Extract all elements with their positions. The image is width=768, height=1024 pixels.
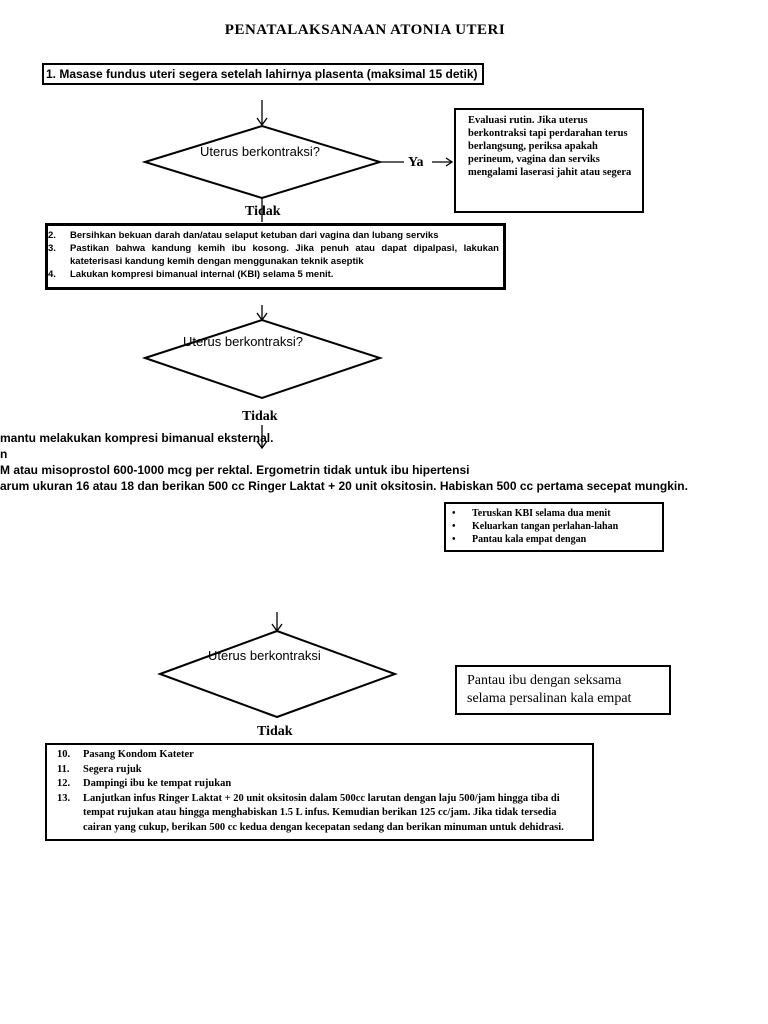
item-number: 11.: [57, 763, 70, 775]
list-item: •Teruskan KBI selama dua menit: [452, 508, 611, 519]
item-number: 2.: [48, 230, 56, 241]
overflow-line: n: [0, 447, 8, 461]
item-text: Segera rujuk: [83, 763, 142, 775]
yes-label: Ya: [408, 155, 424, 170]
decision-diamond-1: [141, 124, 384, 200]
decision-2-label: Uterus berkontraksi?: [183, 334, 303, 349]
evaluasi-text: Evaluasi rutin. Jika uterus berkontraksi…: [468, 115, 632, 178]
list-item: 13. Lanjutkan infus Ringer Laktat + 20 un…: [57, 792, 582, 836]
decision-diamond-2: [141, 318, 384, 400]
item-number: 13.: [57, 792, 71, 804]
item-number: 12.: [57, 778, 71, 789]
item-text: Pantau kala empat dengan: [472, 534, 587, 545]
pantau-text: Pantau ibu dengan seksama selama persali…: [467, 673, 632, 706]
item-text: Pasang Kondom Kateter: [83, 749, 194, 760]
step-1-text: 1. Masase fundus uteri segera setelah la…: [46, 67, 478, 81]
item-text: Lanjutkan infus Ringer Laktat + 20 unit …: [83, 792, 564, 833]
steps-10-13-box: 10. Pasang Kondom Kateter 11. Segera rujuk…: [45, 743, 594, 841]
page-title: PENATALAKSANAAN ATONIA UTERI: [224, 22, 506, 38]
list-item: •Pantau kala empat dengan: [452, 534, 587, 545]
list-item: 4. Lakukan kompresi bimanual internal (KB…: [48, 268, 499, 281]
item-number: 4.: [48, 269, 56, 280]
list-item: 10. Pasang Kondom Kateter: [57, 748, 582, 763]
list-item: 3. Pastikan bahwa kandung kemih ibu koson…: [48, 242, 499, 268]
item-text: Keluarkan tangan perlahan-lahan: [472, 521, 619, 532]
item-text: Pastikan bahwa kandung kemih ibu kosong.…: [70, 243, 499, 267]
list-item: 11. Segera rujuk: [57, 763, 582, 778]
no-label: Tidak: [245, 204, 281, 219]
pantau-box: Pantau ibu dengan seksama selama persali…: [455, 665, 671, 715]
overflow-line: mantu melakukan kompresi bimanual ekster…: [0, 431, 274, 445]
no-label: Tidak: [242, 409, 278, 424]
item-text: Bersihkan bekuan darah dan/atau selaput …: [70, 230, 439, 241]
step-1-box: 1. Masase fundus uteri segera setelah la…: [42, 63, 484, 85]
evaluasi-box: Evaluasi rutin. Jika uterus berkontraksi…: [454, 108, 644, 213]
item-text: Dampingi ibu ke tempat rujukan: [83, 778, 232, 789]
arrowhead: [445, 157, 454, 167]
decision-1-label: Uterus berkontraksi?: [200, 144, 320, 159]
decision-3-label: Uterus berkontraksi: [208, 648, 321, 663]
no-label: Tidak: [257, 724, 293, 739]
item-text: Lakukan kompresi bimanual internal (KBI)…: [70, 269, 334, 280]
overflow-line: M atau misoprostol 600-1000 mcg per rekt…: [0, 463, 470, 477]
item-number: 3.: [48, 243, 56, 254]
overflow-line: arum ukuran 16 atau 18 dan berikan 500 c…: [0, 479, 688, 493]
arrowhead: [256, 440, 268, 450]
decision-diamond-3: [157, 629, 398, 719]
list-item: •Keluarkan tangan perlahan-lahan: [452, 521, 619, 532]
item-text: Teruskan KBI selama dua menit: [472, 508, 611, 519]
list-item: 12. Dampingi ibu ke tempat rujukan: [57, 777, 582, 792]
steps-2-4-box: 2. Bersihkan bekuan darah dan/atau selapu…: [45, 223, 506, 290]
kbi-box: •Teruskan KBI selama dua menit •Keluarka…: [444, 502, 664, 552]
item-number: 10.: [57, 749, 71, 760]
list-item: 2. Bersihkan bekuan darah dan/atau selapu…: [48, 229, 499, 242]
